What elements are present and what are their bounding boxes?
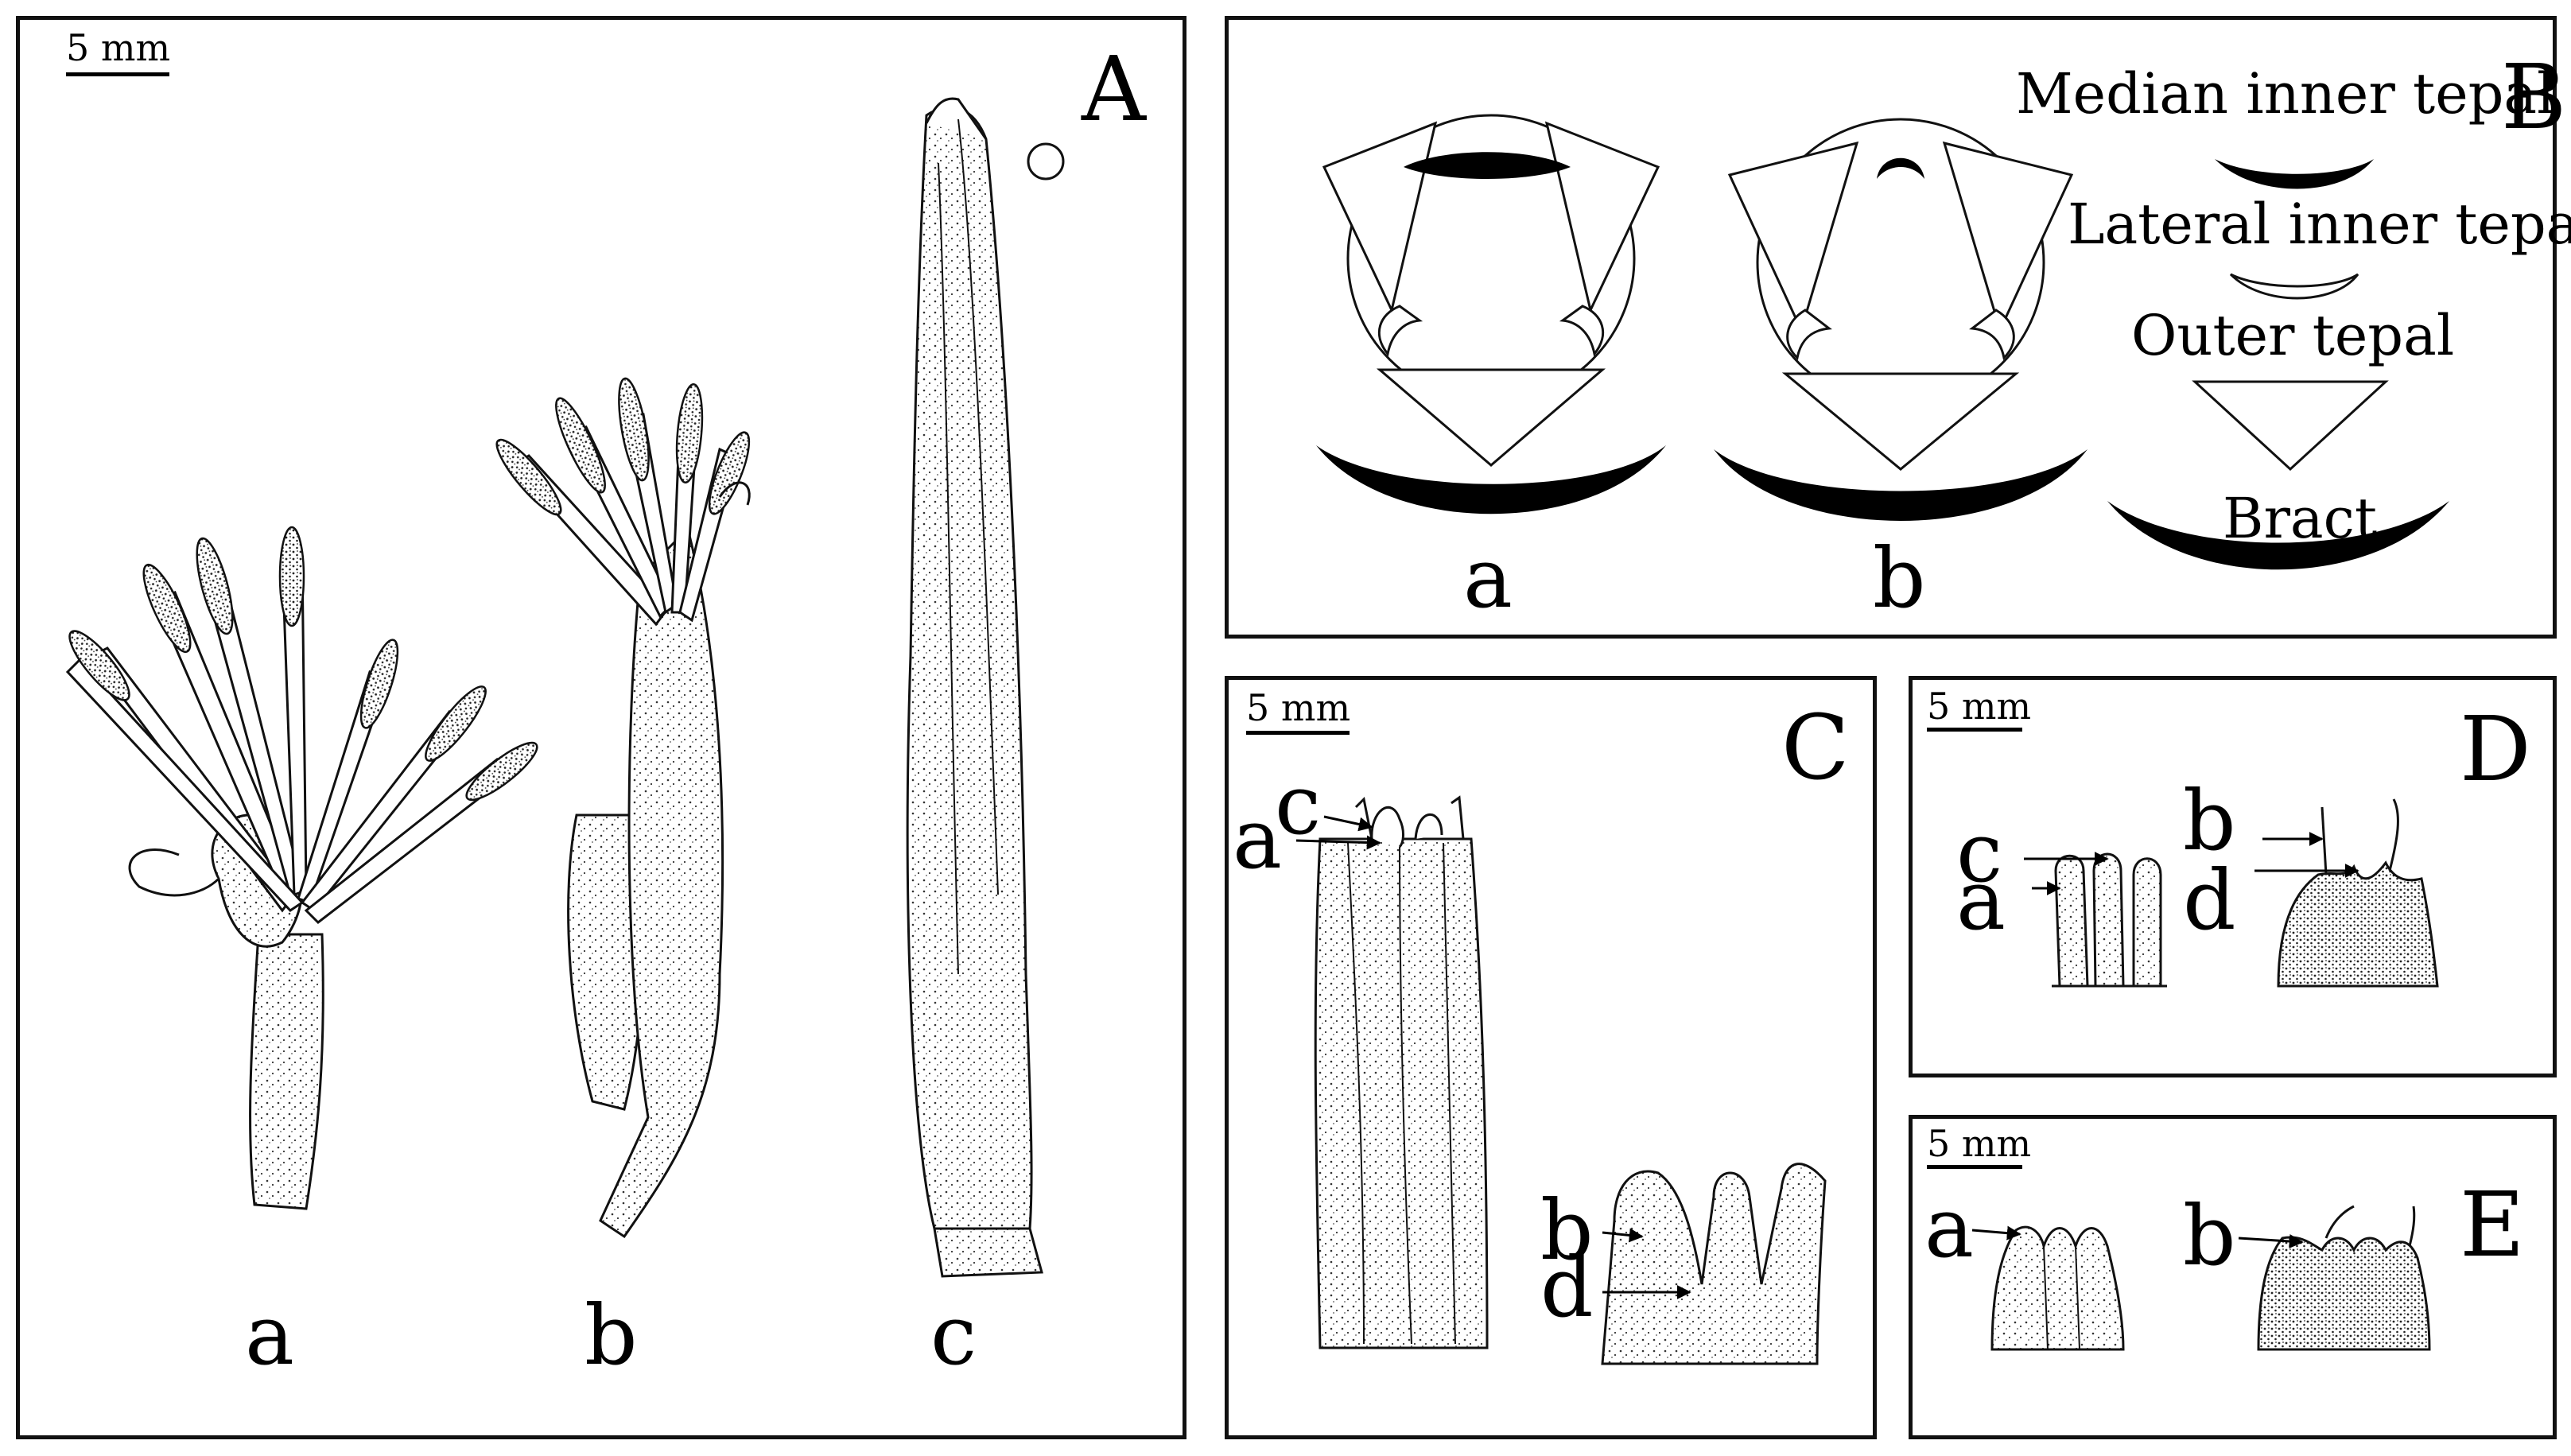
tepals-d-left (2052, 852, 2167, 988)
diagram-label-b: b (1873, 530, 1926, 627)
flower-label-c: c (930, 1287, 977, 1384)
diagram-label-a: a (1463, 530, 1513, 627)
floral-diagrams (1316, 114, 2449, 570)
panel-c: 5 mm C a c b d (1225, 676, 1877, 1439)
panel-letter-b: B (2501, 46, 2567, 149)
panel-d: 5 mm D c a b d (1909, 676, 2557, 1077)
flower-a-drawing (65, 526, 538, 1210)
tepals-e-right (2257, 1205, 2431, 1351)
tepal-illustrations-c (1295, 795, 1827, 1365)
label-e-b: b (2183, 1187, 2236, 1284)
legend-median-inner-tepal: Median inner tepal (2016, 61, 2555, 126)
tepals-d-right (2277, 798, 2439, 988)
tube-drawing-c (1314, 795, 1489, 1349)
legend-lateral-inner-tepal: Lateral inner tepal (2068, 192, 2571, 257)
lateral-inner-tepal-shape (2229, 273, 2359, 300)
label-d-d: d (2183, 852, 2236, 949)
panel-a: 5 mm A (16, 16, 1186, 1439)
scale-bar-a (66, 72, 169, 76)
tepal-illustrations-e (1971, 1205, 2431, 1351)
panel-letter-c: C (1781, 697, 1850, 800)
opened-tepals-c (1601, 1163, 1827, 1365)
floral-diagram-a (1316, 114, 1666, 514)
flower-label-b: b (584, 1287, 638, 1384)
panel-letter-a: A (1082, 38, 1146, 142)
flower-illustrations (65, 97, 1065, 1278)
flower-b-drawing (495, 377, 751, 1239)
label-c-b: b (1540, 1182, 1594, 1279)
median-inner-tepal-shape (2215, 159, 2374, 189)
panel-e: 5 mm E a b (1909, 1115, 2557, 1439)
legend-bract: Bract (2223, 486, 2377, 551)
scale-label-a: 5 mm (66, 26, 171, 69)
arrows-d (2024, 832, 2359, 895)
label-d-a: a (1956, 852, 2006, 949)
tepal-illustrations-d (2024, 798, 2439, 988)
label-e-a: a (1924, 1179, 1975, 1276)
legend-outer-tepal: Outer tepal (2131, 303, 2455, 368)
scale-bar-c (1246, 731, 1350, 735)
scale-bar-d (1927, 728, 2022, 732)
scale-bar-e (1927, 1165, 2022, 1169)
panel-b: B M (1225, 16, 2571, 639)
flower-c-drawing (906, 97, 1065, 1278)
scale-label-e: 5 mm (1927, 1122, 2032, 1165)
panel-letter-e: E (2460, 1174, 2525, 1277)
bract-shape (2107, 501, 2449, 570)
label-d-c: c (1956, 804, 2003, 901)
arrows-c (1295, 815, 1691, 1299)
scale-label-c: 5 mm (1246, 686, 1351, 729)
label-c-d: d (1540, 1239, 1594, 1336)
label-c-a: a (1233, 790, 1283, 887)
label-c-c: c (1275, 756, 1322, 853)
flower-label-a: a (245, 1287, 295, 1384)
scale-label-d: 5 mm (1927, 685, 2032, 728)
tepals-e-left (1990, 1225, 2125, 1351)
arrows-e (1971, 1225, 2304, 1248)
floral-diagram-b (1714, 118, 2087, 521)
legend-shapes (2107, 159, 2449, 570)
label-d-b: b (2183, 772, 2236, 869)
outer-tepal-shape (2192, 380, 2389, 472)
panel-letter-d: D (2460, 698, 2531, 802)
